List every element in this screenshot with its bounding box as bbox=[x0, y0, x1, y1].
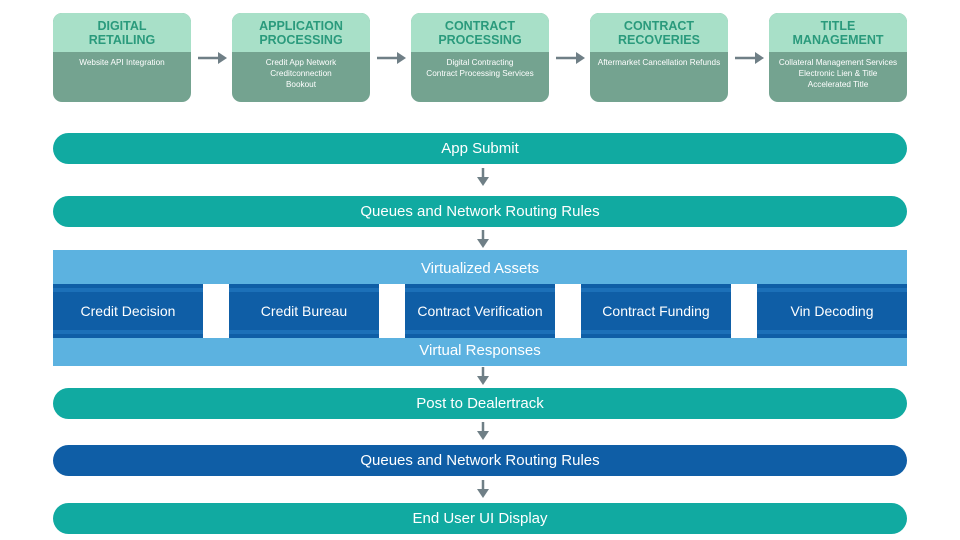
end-user-ui-step: End User UI Display bbox=[53, 503, 907, 534]
stage-title: DIGITAL RETAILING bbox=[53, 13, 191, 52]
stage-item: Accelerated Title bbox=[807, 80, 869, 89]
arrow-down-icon bbox=[477, 367, 489, 385]
stage-item: Aftermarket Cancellation Refunds bbox=[597, 58, 721, 67]
queues-routing-step-2: Queues and Network Routing Rules bbox=[53, 445, 907, 476]
stage-title: APPLICATION PROCESSING bbox=[232, 13, 370, 52]
stage-item: Electronic Lien & Title bbox=[798, 69, 878, 78]
virtualized-assets-label: Virtualized Assets bbox=[420, 260, 540, 277]
stage-items: Collateral Management Services Electroni… bbox=[769, 52, 907, 102]
stage-item: Credit App Network bbox=[265, 58, 337, 67]
asset-credit-decision: Credit Decision bbox=[53, 284, 203, 338]
stage-items: Digital Contracting Contract Processing … bbox=[411, 52, 549, 102]
stage-contract-processing: CONTRACT PROCESSING Digital Contracting … bbox=[411, 13, 549, 102]
arrow-right-icon bbox=[735, 52, 764, 64]
stage-title: CONTRACT RECOVERIES bbox=[590, 13, 728, 52]
arrow-down-icon bbox=[477, 168, 489, 186]
stage-item: Collateral Management Services bbox=[778, 58, 898, 67]
arrow-down-icon bbox=[477, 230, 489, 248]
stage-title: TITLE MANAGEMENT bbox=[769, 13, 907, 52]
asset-contract-verification: Contract Verification bbox=[405, 284, 555, 338]
arrow-down-icon bbox=[477, 480, 489, 498]
stage-items: Website API Integration bbox=[53, 52, 191, 102]
stage-items: Aftermarket Cancellation Refunds bbox=[590, 52, 728, 102]
stage-digital-retailing: DIGITAL RETAILING Website API Integratio… bbox=[53, 13, 191, 102]
stage-application-processing: APPLICATION PROCESSING Credit App Networ… bbox=[232, 13, 370, 102]
virtual-responses-label: Virtual Responses bbox=[419, 342, 541, 359]
arrow-down-icon bbox=[477, 422, 489, 440]
asset-credit-bureau: Credit Bureau bbox=[229, 284, 379, 338]
post-to-dealertrack-step: Post to Dealertrack bbox=[53, 388, 907, 419]
stage-contract-recoveries: CONTRACT RECOVERIES Aftermarket Cancella… bbox=[590, 13, 728, 102]
queues-routing-step: Queues and Network Routing Rules bbox=[53, 196, 907, 227]
arrow-right-icon bbox=[377, 52, 406, 64]
asset-vin-decoding: Vin Decoding bbox=[757, 284, 907, 338]
asset-contract-funding: Contract Funding bbox=[581, 284, 731, 338]
stage-item: Contract Processing Services bbox=[426, 69, 534, 78]
arrow-right-icon bbox=[198, 52, 227, 64]
arrow-right-icon bbox=[556, 52, 585, 64]
asset-row: Credit Decision Credit Bureau Contract V… bbox=[53, 284, 907, 338]
stage-item: Creditconnection bbox=[270, 69, 332, 78]
stage-title-management: TITLE MANAGEMENT Collateral Management S… bbox=[769, 13, 907, 102]
stage-title: CONTRACT PROCESSING bbox=[411, 13, 549, 52]
virtualization-block: Virtualized Assets Credit Decision Credi… bbox=[53, 250, 907, 366]
app-submit-step: App Submit bbox=[53, 133, 907, 164]
stage-item: Bookout bbox=[285, 80, 317, 89]
stage-item: Website API Integration bbox=[79, 58, 165, 67]
stage-items: Credit App Network Creditconnection Book… bbox=[232, 52, 370, 102]
stage-item: Digital Contracting bbox=[446, 58, 514, 67]
